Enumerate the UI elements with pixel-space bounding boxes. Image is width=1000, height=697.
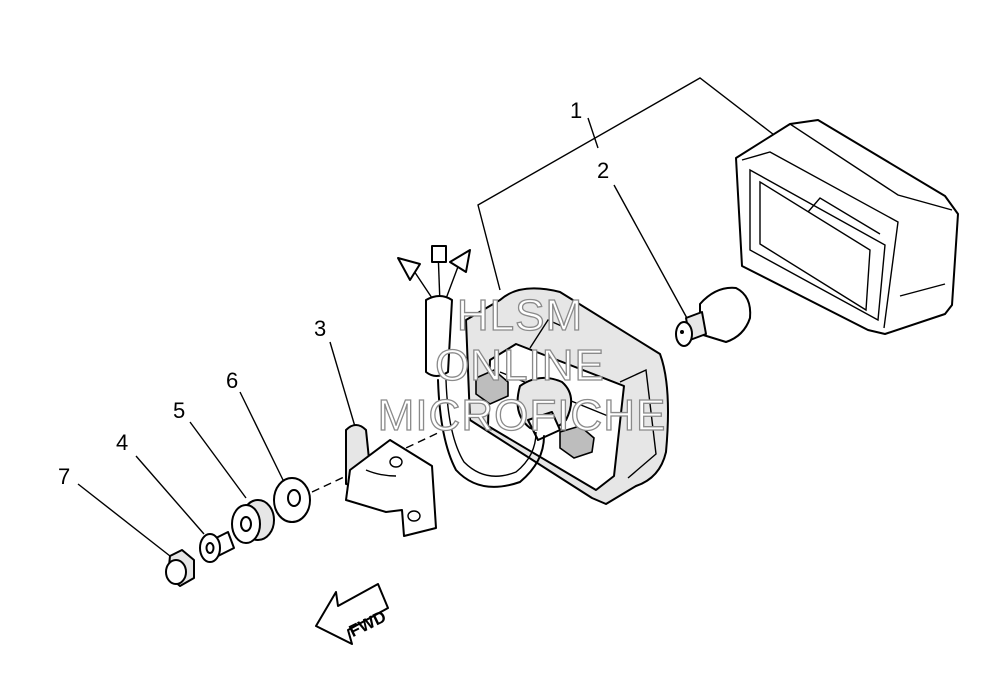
forward-arrow-icon: FWD xyxy=(315,583,389,645)
collar xyxy=(199,531,235,563)
callout-2: 2 xyxy=(597,158,609,183)
callout-1: 1 xyxy=(570,98,582,123)
callout-numbers: 1 2 3 4 5 6 7 xyxy=(58,98,609,489)
callout-3: 3 xyxy=(314,316,326,341)
wire-harness xyxy=(397,245,545,488)
lens-housing xyxy=(735,119,959,335)
watermark-line-1: HLSM xyxy=(457,291,583,340)
callout-6: 6 xyxy=(226,368,238,393)
bracket xyxy=(345,424,437,537)
washer xyxy=(273,477,311,523)
watermark-line-2: ONLINE xyxy=(435,341,605,390)
nut xyxy=(165,549,195,587)
callout-7: 7 xyxy=(58,464,70,489)
leader-lines xyxy=(77,77,779,557)
bulb xyxy=(675,286,752,347)
callout-4: 4 xyxy=(116,430,128,455)
watermark-line-3: MICROFICHE xyxy=(378,391,667,440)
rear-base xyxy=(465,287,669,505)
watermark: HLSM ONLINE MICROFICHE xyxy=(377,290,667,440)
callout-5: 5 xyxy=(173,398,185,423)
grommet xyxy=(231,499,275,544)
